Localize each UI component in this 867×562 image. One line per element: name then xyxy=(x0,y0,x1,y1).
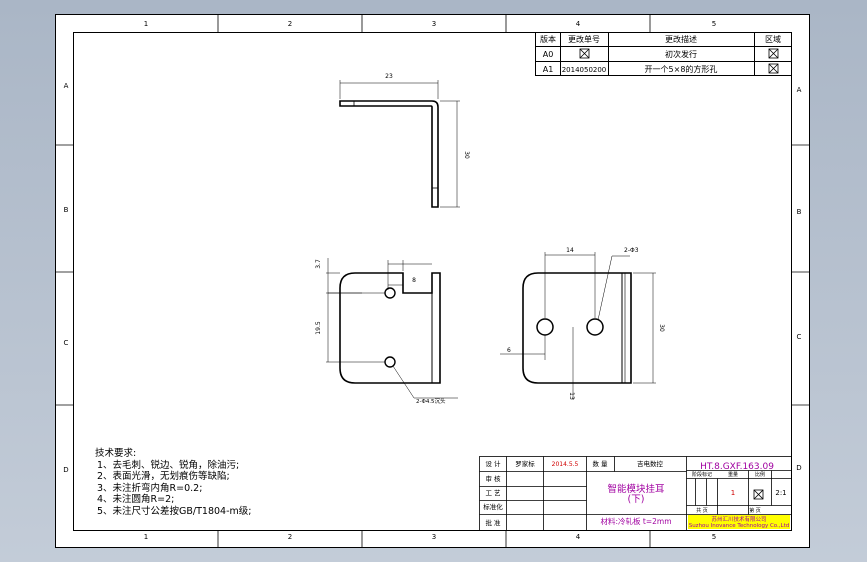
tb-part-name: 智能模块挂耳(下) xyxy=(607,483,664,505)
tb-scale: 2:1 xyxy=(775,489,786,497)
notes-item-1: 1、去毛刺、锐边、锐角，除油污; xyxy=(97,459,240,471)
tb-weight-label: 重量 xyxy=(728,471,738,478)
notes-item-2: 2、表面光滑，无划痕伤等缺陷; xyxy=(97,471,230,482)
dim-right-width: 14 xyxy=(566,247,574,254)
dim-top-width: 23 xyxy=(385,73,393,80)
company-line-2: Suzhou Inovance Technology Co.,Ltd xyxy=(689,523,790,529)
tb-material: 材料:冷轧板 t=2mm xyxy=(600,516,671,526)
tb-label-standard: 标准化 xyxy=(483,502,503,511)
zone-col-3-bottom: 3 xyxy=(432,533,436,541)
dim-right-bottom: 13 xyxy=(568,392,575,400)
checkbox-icon xyxy=(579,48,779,74)
left-view xyxy=(326,258,458,399)
zone-col-1: 1 xyxy=(144,20,148,28)
tb-label-design: 设 计 xyxy=(485,459,501,468)
tb-sheet-total: 共 页 xyxy=(696,507,708,514)
tb-qty-value: 吉电数控 xyxy=(637,459,664,468)
sheet-outer-border xyxy=(55,14,810,548)
zone-col-3: 3 xyxy=(432,20,436,28)
tb-qty-label: 数 量 xyxy=(592,459,608,468)
top-view xyxy=(339,80,460,208)
tb-drawing-no: HT.8.GXF.163.09 xyxy=(700,462,774,472)
zone-col-4: 4 xyxy=(576,20,581,28)
dim-left-slot: 8 xyxy=(412,277,416,284)
zone-row-a-right: A xyxy=(797,86,802,94)
rev-row2-version: A1 xyxy=(543,65,554,74)
rev-header-ecn: 更改单号 xyxy=(568,34,600,44)
tb-stage-label: 阶段标记 xyxy=(692,471,712,478)
zone-row-d: D xyxy=(63,466,68,474)
zone-row-c-right: C xyxy=(797,333,802,341)
rev-header-area: 区域 xyxy=(765,34,781,44)
zone-col-2-bottom: 2 xyxy=(288,533,292,541)
zone-col-2: 2 xyxy=(288,20,292,28)
zone-row-a: A xyxy=(64,82,69,90)
tb-label-review: 审 核 xyxy=(485,474,501,483)
tb-scale-label: 比例 xyxy=(755,471,765,478)
title-block xyxy=(479,456,792,531)
technical-notes: 技术要求: 1、去毛刺、锐边、锐角，除油污; 2、表面光滑，无划痕伤等缺陷; 3… xyxy=(95,448,252,517)
zone-row-b-right: B xyxy=(797,208,802,216)
zone-col-4-bottom: 4 xyxy=(576,533,581,541)
dim-left-span: 19.5 xyxy=(315,321,322,335)
dim-right-offset: 6 xyxy=(507,347,511,354)
revision-table: 版本 更改单号 更改描述 区域 A0 初次发行 A1 2014050200 开一… xyxy=(535,32,792,76)
tb-sheet-no: 第 页 xyxy=(749,507,761,514)
notes-title: 技术要求: xyxy=(95,448,137,459)
rev-header-desc: 更改描述 xyxy=(665,34,697,44)
zone-col-5-bottom: 5 xyxy=(712,533,716,541)
zone-col-5: 5 xyxy=(712,20,716,28)
zone-row-d-right: D xyxy=(796,464,801,472)
company-highlight xyxy=(688,515,790,529)
rev-row2-ecn: 2014050200 xyxy=(562,66,607,74)
rev-header-version: 版本 xyxy=(540,34,556,44)
dim-left-top: 3.7 xyxy=(315,259,322,269)
tb-stage-value: 1 xyxy=(731,489,735,497)
partname-line-2: (下) xyxy=(628,494,645,505)
sheet-inner-border xyxy=(73,32,792,531)
dim-right-height: 30 xyxy=(658,324,665,332)
rev-row2-desc: 开一个5×8的方形孔 xyxy=(645,64,718,74)
rev-row1-version: A0 xyxy=(543,50,554,59)
zone-labels: 1 2 3 4 5 1 2 3 4 5 A B C D A B C D xyxy=(63,20,801,541)
partname-line-1: 智能模块挂耳 xyxy=(607,483,664,495)
tb-label-approve: 批 准 xyxy=(485,518,501,527)
tb-label-process: 工 艺 xyxy=(485,489,501,497)
notes-item-4: 4、未注圆角R=2; xyxy=(97,494,175,505)
zone-ticks xyxy=(55,14,810,548)
dim-top-height: 30 xyxy=(463,151,470,159)
tb-date: 2014.5.5 xyxy=(552,461,579,468)
rev-row1-desc: 初次发行 xyxy=(665,49,697,59)
zone-col-1-bottom: 1 xyxy=(144,533,148,541)
dim-right-hole-note: 2-Φ3 xyxy=(624,247,639,254)
zone-row-c: C xyxy=(64,339,69,347)
zone-row-b: B xyxy=(64,206,69,214)
tb-designer: 罗家标 xyxy=(515,459,535,468)
company-line-1: 苏州汇川技术有限公司 xyxy=(711,515,766,523)
notes-item-3: 3、未注折弯内角R=0.2; xyxy=(97,482,203,494)
right-view xyxy=(500,252,656,400)
notes-item-5: 5、未注尺寸公差按GB/T1804-m级; xyxy=(97,505,252,517)
dim-left-hole-note: 2-Φ4.5沉头 xyxy=(416,397,446,405)
